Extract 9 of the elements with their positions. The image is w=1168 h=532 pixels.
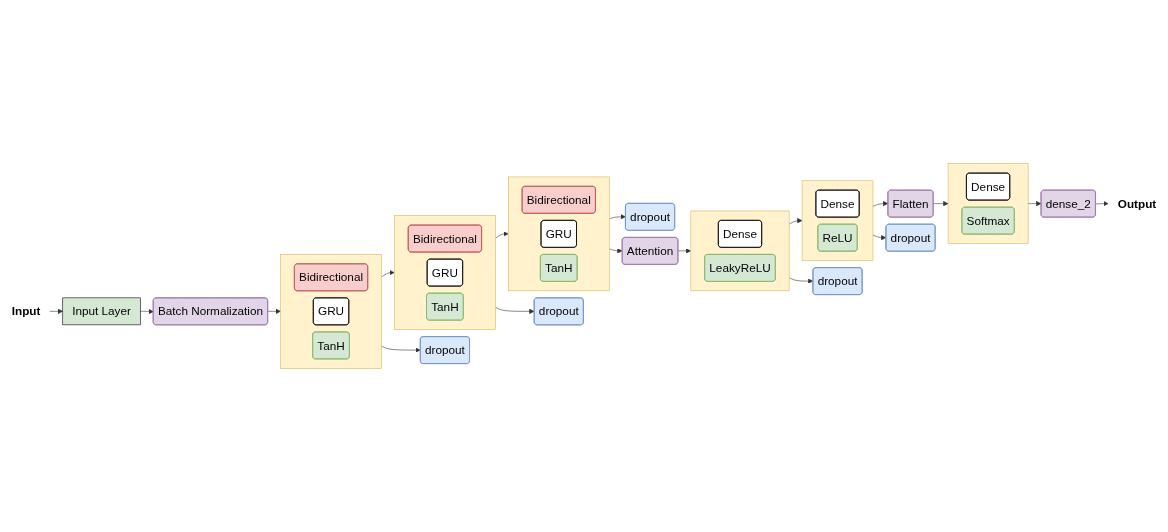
node-box: Input Layer	[62, 297, 141, 326]
node-text: Input	[11, 304, 41, 318]
cluster	[508, 176, 610, 292]
cluster	[280, 254, 382, 369]
cluster	[801, 180, 874, 261]
node-text: Output	[1117, 197, 1157, 211]
cluster	[394, 215, 496, 330]
cluster	[690, 210, 790, 292]
cluster	[947, 163, 1029, 244]
